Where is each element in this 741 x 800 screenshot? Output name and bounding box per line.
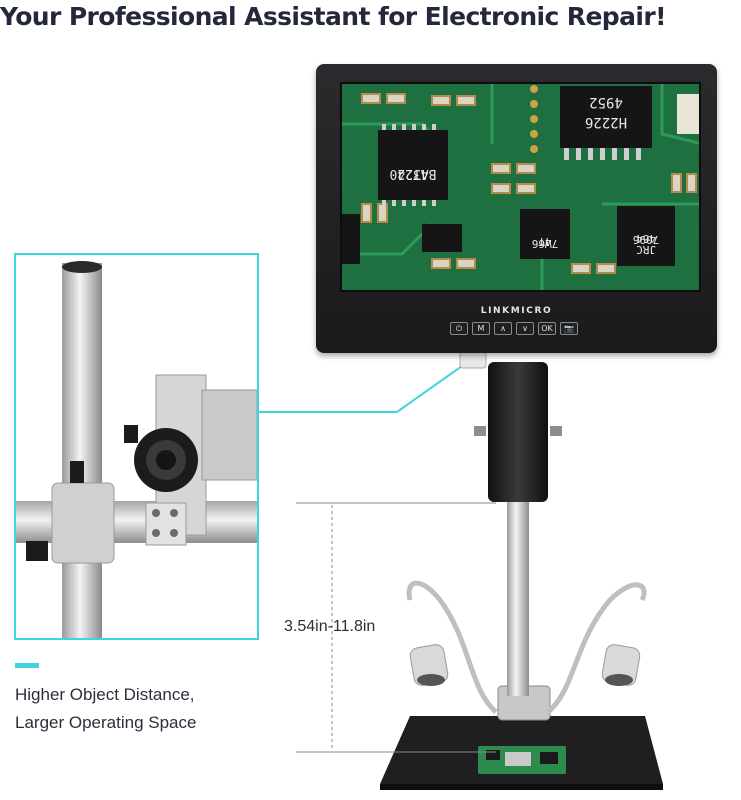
inset-detail-frame [14, 253, 259, 640]
svg-text:4952: 4952 [589, 94, 623, 110]
feature-caption: Higher Object Distance, Larger Operating… [15, 681, 196, 737]
focus-knob-closeup [16, 261, 257, 638]
chip-4: 7096 464 JRC [617, 206, 675, 266]
chip-1-label-line1: BA3240 [390, 166, 437, 181]
monitor-screen: BA3240 4T22 H2226 4952 7W66 4T 70 [340, 82, 701, 292]
headline: Your Professional Assistant for Electron… [0, 2, 666, 31]
ok-button[interactable]: OK [538, 322, 556, 335]
svg-text:4T: 4T [538, 235, 552, 248]
brand-label: LINKMICRO [480, 306, 553, 316]
up-button[interactable]: ∧ [494, 322, 512, 335]
monitor-button-row: ⏻ M ∧ ∨ OK 📷 [450, 322, 578, 335]
down-button[interactable]: ∨ [516, 322, 534, 335]
camera-button[interactable]: 📷 [560, 322, 578, 335]
pcb-magnified-view: BA3240 4T22 H2226 4952 7W66 4T 70 [342, 84, 699, 290]
distance-range-label: 3.54in-11.8in [284, 618, 376, 635]
chip-1-label-line2: 4T22 [397, 166, 428, 181]
svg-text:H2226: H2226 [585, 114, 627, 130]
chip-3: 7W66 4T [520, 209, 570, 259]
chip-1: BA3240 4T22 [378, 124, 448, 206]
camera-lens [488, 362, 548, 502]
caption-line-2: Larger Operating Space [15, 713, 197, 732]
power-button[interactable]: ⏻ [450, 322, 468, 335]
caption-line-1: Higher Object Distance, [15, 685, 195, 704]
monitor: BA3240 4T22 H2226 4952 7W66 4T 70 [316, 64, 717, 353]
svg-text:464: 464 [636, 232, 656, 245]
svg-text:JRC: JRC [636, 243, 656, 256]
svg-text:7W66: 7W66 [532, 237, 559, 250]
svg-text:7096: 7096 [633, 233, 660, 246]
menu-button[interactable]: M [472, 322, 490, 335]
accent-bar [15, 663, 39, 668]
chip-2: H2226 4952 [560, 86, 652, 160]
